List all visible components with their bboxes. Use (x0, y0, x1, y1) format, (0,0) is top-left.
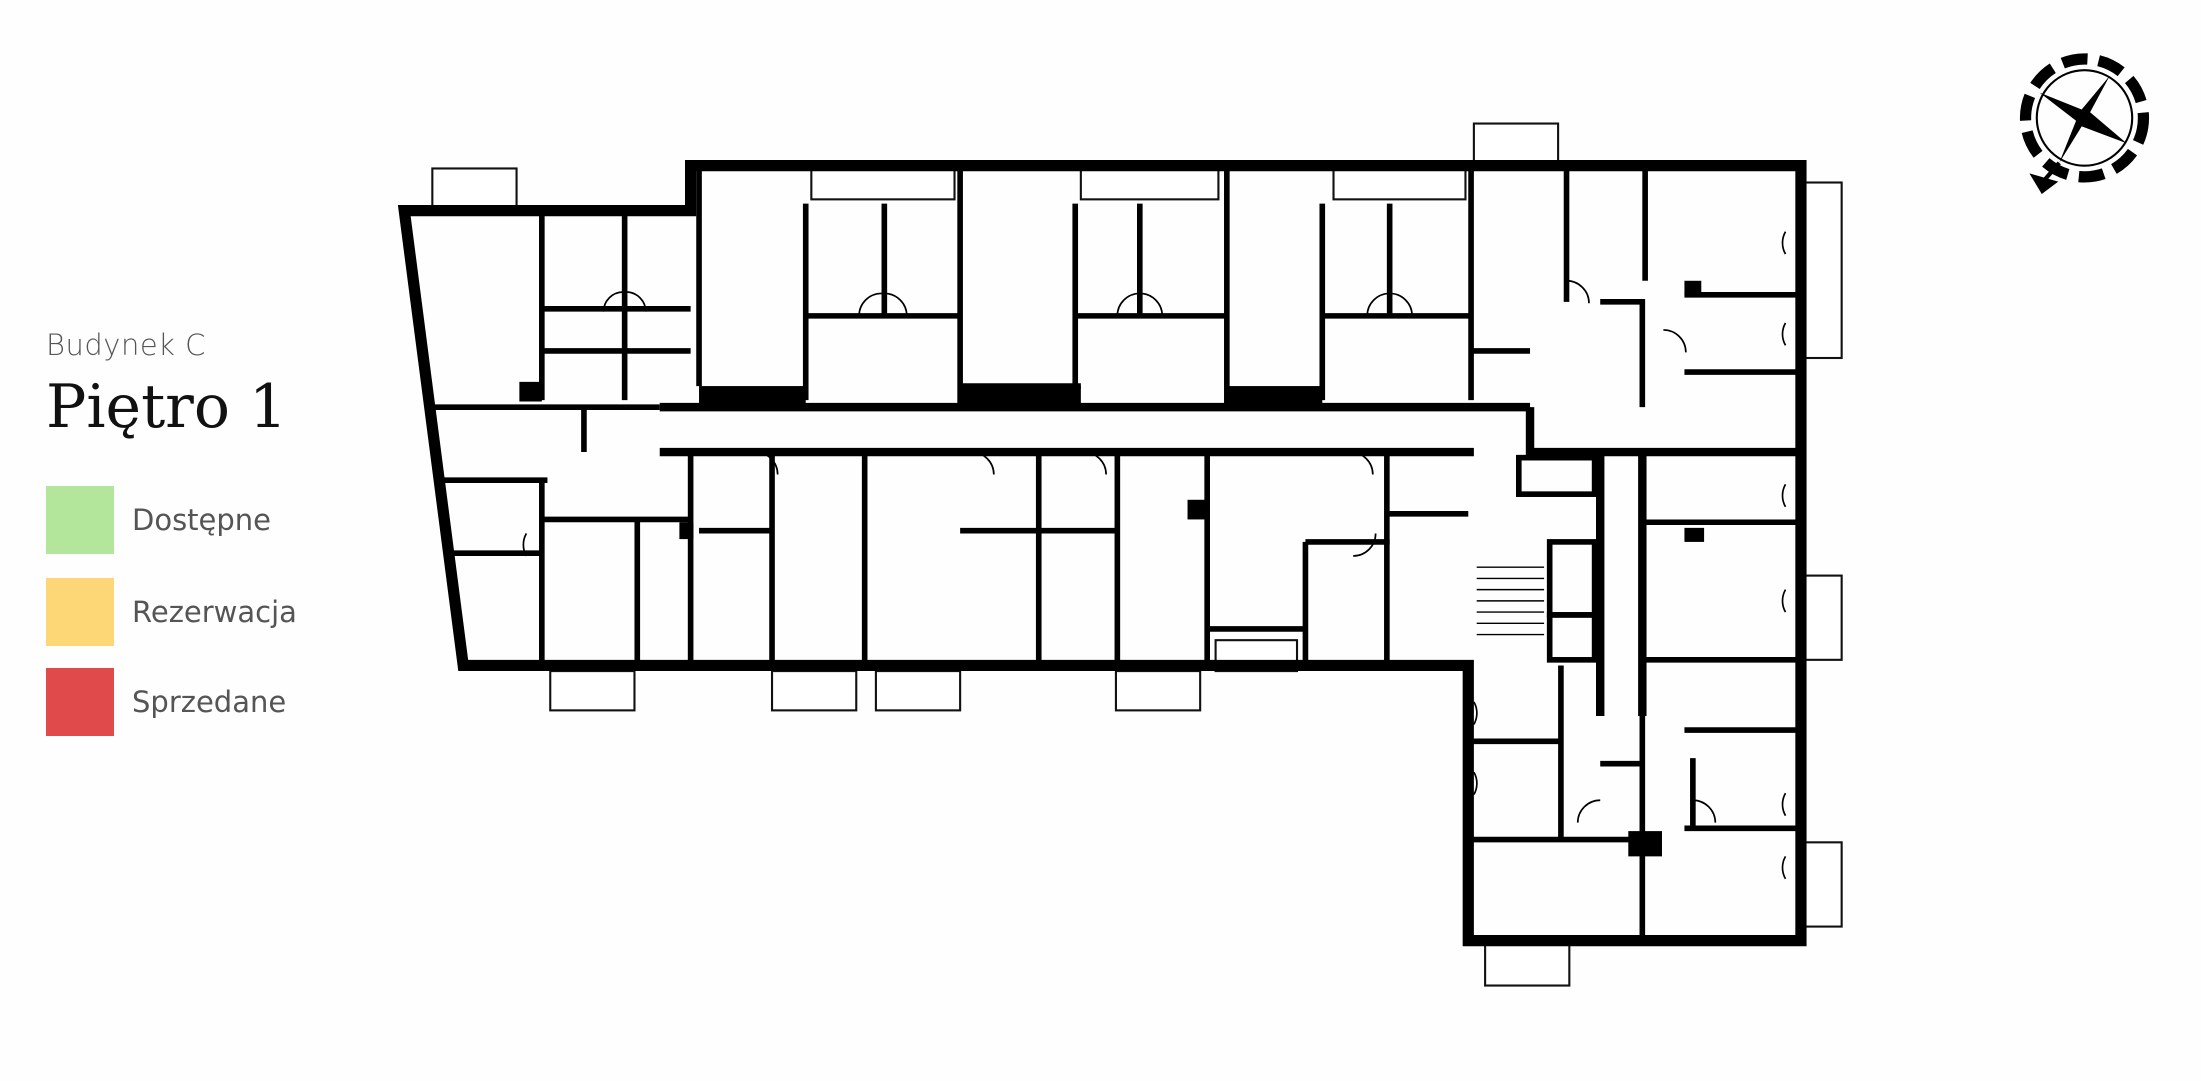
interior-walls (429, 165, 1801, 941)
compass-north-arrow-icon (2019, 53, 2150, 195)
legend-swatch-available (46, 486, 114, 554)
legend-panel: Budynek C Piętro 1 Dostępne Rezerwacja S… (46, 328, 297, 736)
stairs (1476, 566, 1545, 636)
legend-item-sold: Sprzedane (46, 668, 286, 736)
building-label: Budynek C (46, 328, 206, 362)
legend-item-reserved: Rezerwacja (46, 578, 297, 646)
legend-item-available: Dostępne (46, 486, 271, 554)
exterior-walls (397, 160, 1807, 947)
corridor-walls (659, 402, 1801, 716)
structural-columns (519, 280, 1705, 857)
legend-label: Rezerwacja (132, 595, 297, 629)
legend-swatch-reserved (46, 578, 114, 646)
legend-label: Sprzedane (132, 685, 287, 719)
doors (522, 231, 1787, 880)
legend-label: Dostępne (132, 503, 272, 537)
floor-title: Piętro 1 (46, 372, 288, 442)
legend-swatch-sold (46, 668, 114, 736)
